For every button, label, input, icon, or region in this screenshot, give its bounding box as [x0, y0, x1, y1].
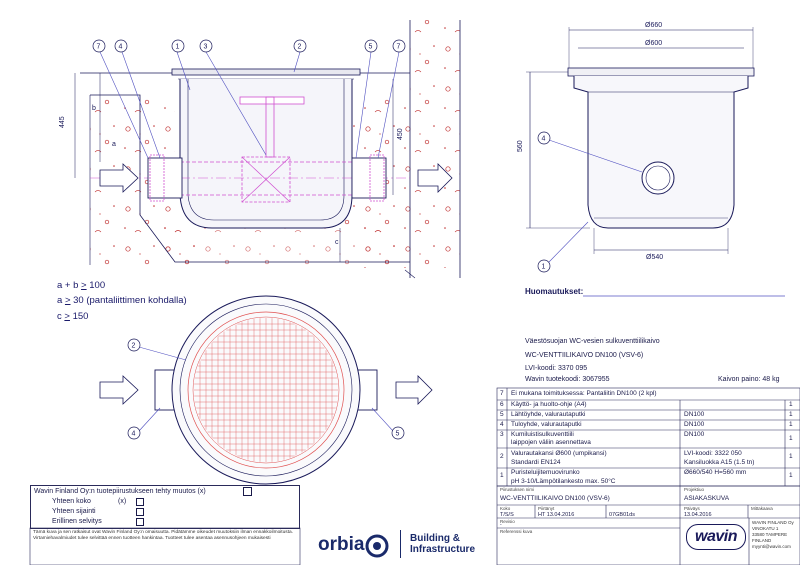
part-no: 2	[500, 453, 504, 460]
part-name2: Standardi EN124	[511, 459, 561, 466]
part-no: 7	[500, 390, 504, 397]
part-qty: 1	[789, 401, 793, 408]
dim-h560: 560	[517, 140, 524, 152]
callout-5: 5	[369, 44, 373, 51]
dim-a: a	[112, 141, 116, 148]
part-no: 1	[500, 472, 504, 479]
tb-header-size: Koko	[500, 506, 511, 511]
formula-ab: a + b > 100	[57, 280, 106, 291]
formula-a: a > 30 (pantaliittimen kohdalla)	[57, 295, 187, 306]
tb-date: 13.04.2016	[684, 512, 712, 518]
tb-header-date: Päiväys	[684, 506, 700, 511]
tb-size: T/S/S	[500, 512, 514, 518]
tb-drawing-name: WC-VENTTIILIKAIVO DN100 (VSV-6)	[500, 495, 610, 502]
tb-project: ASIAKASKUVA	[684, 495, 730, 502]
remarks-label: Huomautukset:	[525, 287, 584, 296]
checkbox-separate[interactable]	[136, 518, 144, 526]
part-name: Käyttö- ja huolto-ohje (A4)	[511, 401, 587, 408]
part-name: Ei mukana toimituksessa: Pantaliitin DN1…	[511, 390, 657, 397]
part-spec: DN100	[684, 411, 705, 418]
disclaimer: Tämä kuva ja sen ratkaisut ovat Wavin Fi…	[33, 530, 294, 541]
product-weight: Kaivon paino: 48 kg	[718, 376, 780, 383]
part-no: 4	[500, 421, 504, 428]
logo-divider	[400, 530, 401, 558]
part-qty: 1	[789, 411, 793, 418]
callout-1: 1	[176, 44, 180, 51]
part-qty: 1	[789, 435, 793, 442]
product-line2: WC-VENTTIILIKAIVO DN100 (VSV-6)	[525, 352, 644, 359]
tb-header-revision: Revisio	[500, 519, 515, 524]
dim-b: b	[92, 105, 96, 112]
dim-450: 450	[397, 128, 404, 140]
tb-header-scale: Mittakaava	[751, 506, 773, 511]
part-name: Kumiluistisulkuventtiili	[511, 431, 574, 438]
part-no: 6	[500, 401, 504, 408]
dim-d660: Ø660	[645, 22, 662, 29]
callout-4-elev: 4	[542, 136, 546, 143]
orbia-ring-icon	[365, 534, 389, 558]
part-name2: pH 3-10/Lämpötilankesto max. 50°C	[511, 478, 616, 485]
dim-d540: Ø540	[646, 254, 663, 261]
part-no: 3	[500, 431, 504, 438]
elevation-view: Ø660 Ø600 Ø540 560 4 1	[517, 22, 755, 273]
callout-4: 4	[119, 44, 123, 51]
changes-item-label: Yhteen koko	[52, 498, 91, 505]
product-wavin-code: Wavin tuotekoodi: 3067955	[525, 376, 610, 383]
checkbox-location[interactable]	[136, 508, 144, 516]
tb-drawn: HT 13.04.2016	[538, 512, 575, 518]
checkbox-size[interactable]	[136, 498, 144, 506]
part-spec: LVI-koodi: 3322 050	[684, 450, 742, 457]
part-qty: 1	[789, 472, 793, 479]
callout-2-plan: 2	[132, 343, 136, 350]
part-spec: Ø660/540 H=560 mm	[684, 469, 747, 476]
building-infrastructure-text: Building & Infrastructure	[410, 533, 476, 555]
dim-445: 445	[59, 116, 66, 128]
tb-revision: -	[500, 522, 502, 528]
part-spec2: Kansiluokka A15 (1.5 tn)	[684, 459, 755, 466]
changes-item-label: Erillinen selvitys	[52, 518, 102, 525]
wavin-logo: wavin	[686, 524, 746, 550]
tb-header-ref: Referenssi kuva	[500, 529, 533, 534]
callout-5-plan: 5	[396, 431, 400, 438]
tb-header-project: Projektiuo	[684, 487, 705, 492]
callout-7: 7	[97, 44, 101, 51]
part-qty: 1	[789, 421, 793, 428]
part-qty: 1	[789, 453, 793, 460]
callout-4-plan: 4	[132, 431, 136, 438]
orbia-logo-text: orbia	[318, 534, 365, 555]
part-spec: DN100	[684, 431, 705, 438]
part-name2: laippojen väliin asennettava	[511, 439, 591, 446]
section-view: 445 b 450 c a	[59, 20, 461, 279]
dim-d600: Ø600	[645, 40, 662, 47]
part-spec: DN100	[684, 421, 705, 428]
changes-box	[30, 485, 300, 529]
tb-header-name: Piirustuksen nimi	[500, 487, 535, 492]
changes-title-checkbox[interactable]	[243, 487, 252, 496]
callout-2: 2	[298, 44, 302, 51]
part-name: Puristeluijitemuovirunko	[511, 469, 580, 476]
formula-c: c > 150	[57, 311, 89, 322]
callout-3: 3	[204, 44, 208, 51]
product-line1: Väestösuojan WC-vesien sulkuventtiilikai…	[525, 338, 660, 345]
part-name: Valurautakansi Ø600 (umpikansi)	[511, 450, 607, 457]
tb-code: 07GB01ds	[609, 512, 635, 518]
plan-view: 2 4 5	[99, 295, 433, 485]
part-name: Lähtöyhde, valurautaputki	[511, 411, 586, 418]
changes-item-mark: (x)	[118, 498, 127, 505]
tb-header-drawn: Piirtänyt	[538, 506, 555, 511]
dim-c: c	[335, 239, 339, 246]
changes-item-label: Yhteen sijainti	[52, 508, 96, 515]
callout-7b: 7	[397, 44, 401, 51]
callout-1-elev: 1	[542, 264, 546, 271]
part-name: Tuloyhde, valurautaputki	[511, 421, 582, 428]
company-address: WAVIN FINLAND Oy VINOKATU 1 33580 TAMPER…	[752, 520, 794, 549]
callout-group-section: 7 4 1 3 2 5 7	[92, 39, 406, 53]
product-lvi: LVI-koodi: 3370 095	[525, 365, 588, 372]
changes-title: Wavin Finland Oy:n tuotepiirustukseen te…	[34, 488, 206, 495]
parts-table-grid	[496, 387, 800, 487]
part-no: 5	[500, 411, 504, 418]
